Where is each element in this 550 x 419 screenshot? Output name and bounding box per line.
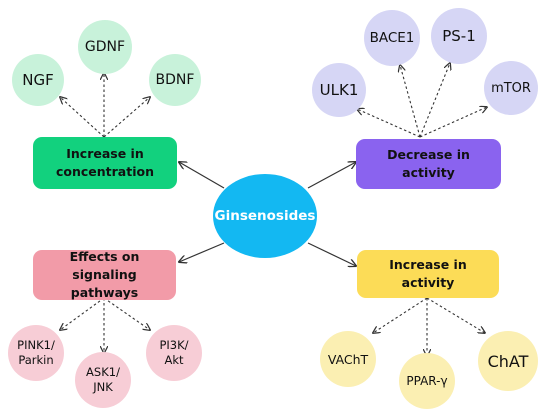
gdnf-label: GDNF <box>84 39 126 55</box>
increase-concentration-label: Increase in concentration <box>55 145 154 179</box>
arrow-center-to-increase-concentration <box>179 162 225 189</box>
pi3k-akt-node: PI3K/ Akt <box>146 325 202 381</box>
arrow-to-pi3k <box>103 297 150 330</box>
arrow-to-ngf <box>60 97 105 138</box>
decrease-activity-box: Decrease in activity <box>356 139 501 189</box>
chat-node: ChAT <box>478 331 538 391</box>
ps1-node: PS-1 <box>431 8 487 64</box>
vacht-node: VAChT <box>320 331 376 387</box>
increase-activity-label: Increase in activity <box>389 256 467 290</box>
decrease-activity-label: Decrease in activity <box>387 146 470 180</box>
ps1-label: PS-1 <box>442 27 476 45</box>
arrow-center-to-decrease-activity <box>307 162 356 189</box>
arrow-to-pink1 <box>60 297 105 330</box>
ginsenosides-node: Ginsenosides <box>213 174 317 258</box>
mtor-node: mTOR <box>484 61 538 115</box>
signaling-pathways-box: Effects on signaling pathways <box>33 248 176 301</box>
increase-activity-box: Increase in activity <box>357 250 499 298</box>
pi3k-akt-label: PI3K/ Akt <box>159 338 189 367</box>
arrow-center-to-increase-activity <box>307 242 356 266</box>
arrow-to-ulk1 <box>357 109 421 138</box>
increase-concentration-box: Increase in concentration <box>33 137 177 189</box>
bdnf-label: BDNF <box>155 72 195 88</box>
ngf-node: NGF <box>12 54 64 106</box>
ask1-jnk-node: ASK1/ JNK <box>75 352 131 408</box>
vacht-label: VAChT <box>327 351 369 367</box>
arrow-to-vacht <box>373 297 428 333</box>
arrow-to-ps1 <box>419 63 450 138</box>
ngf-label: NGF <box>22 71 54 89</box>
bace1-label: BACE1 <box>369 30 415 46</box>
gdnf-node: GDNF <box>78 20 132 74</box>
ulk1-label: ULK1 <box>319 81 359 99</box>
signaling-pathways-label: Effects on signaling pathways <box>69 248 140 301</box>
mtor-label: mTOR <box>491 80 531 96</box>
chat-label: ChAT <box>487 351 529 371</box>
pink1-parkin-label: PINK1/ Parkin <box>17 338 55 367</box>
ask1-jnk-label: ASK1/ JNK <box>86 365 120 394</box>
arrow-to-mtor <box>419 107 487 138</box>
ppar-gamma-label: PPAR-γ <box>406 374 448 388</box>
bace1-node: BACE1 <box>364 10 420 66</box>
arrow-to-chat <box>426 297 485 333</box>
ginsenosides-label: Ginsenosides <box>214 208 316 224</box>
arrow-to-bace1 <box>400 65 421 138</box>
ppar-gamma-node: PPAR-γ <box>399 353 455 409</box>
arrow-to-bdnf <box>103 97 150 138</box>
arrow-center-to-signaling <box>179 242 225 262</box>
pink1-parkin-node: PINK1/ Parkin <box>8 325 64 381</box>
bdnf-node: BDNF <box>149 54 201 106</box>
ulk1-node: ULK1 <box>312 63 366 117</box>
